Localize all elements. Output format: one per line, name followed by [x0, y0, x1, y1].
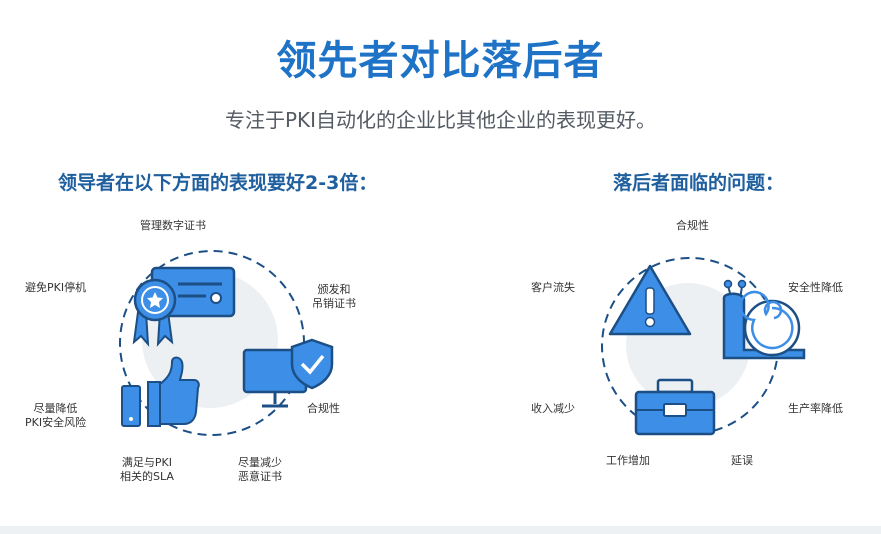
label-reduce-rogue: 尽量减少 恶意证书	[238, 456, 282, 484]
label-issue-line1: 颁发和	[317, 283, 351, 296]
label-productivity-drop: 生产率降低	[788, 402, 843, 415]
label-sla-line2: 相关的SLA	[120, 470, 174, 483]
label-issue-line2: 吊销证书	[312, 297, 356, 310]
toolbox-icon	[634, 378, 716, 436]
label-revenue-loss: 收入减少	[531, 402, 575, 415]
label-security-drop: 安全性降低	[788, 281, 843, 294]
label-manage-certs: 管理数字证书	[140, 219, 206, 232]
label-sla: 满足与PKI 相关的SLA	[120, 456, 174, 484]
label-risk-line1: 尽量降低	[33, 402, 78, 415]
label-risk-line2: PKI安全风险	[25, 416, 87, 429]
label-compliance-right: 合规性	[676, 219, 709, 232]
thumbs-up-icon	[147, 356, 200, 427]
snail-icon	[722, 279, 806, 360]
label-delay: 延误	[731, 454, 753, 467]
phone-icon	[121, 385, 141, 427]
page-subtitle: 专注于PKI自动化的企业比其他企业的表现更好。	[224, 108, 657, 132]
leaders-heading: 领导者在以下方面的表现要好2-3倍：	[58, 172, 378, 194]
label-customer-loss: 客户流失	[531, 281, 575, 294]
footer-band	[0, 526, 881, 534]
award-ribbon-icon	[132, 278, 177, 347]
monitor-shield-icon	[242, 338, 334, 408]
label-reduce-line1: 尽量减少	[238, 456, 282, 469]
page-title: 领先者对比落后者	[276, 38, 605, 84]
label-risk: 尽量降低 PKI安全风险	[25, 402, 86, 430]
laggards-illustration	[601, 257, 806, 436]
label-issue-revoke: 颁发和 吊销证书	[312, 283, 356, 311]
label-reduce-line2: 恶意证书	[238, 470, 282, 483]
leaders-illustration	[119, 250, 334, 436]
laggards-heading: 落后者面临的问题：	[613, 172, 785, 194]
label-outage: 避免PKI停机	[25, 281, 87, 294]
label-compliance-left: 合规性	[307, 402, 340, 415]
label-workload: 工作增加	[606, 454, 650, 467]
label-sla-line1: 满足与PKI	[121, 456, 172, 469]
warning-triangle-icon	[608, 264, 692, 336]
